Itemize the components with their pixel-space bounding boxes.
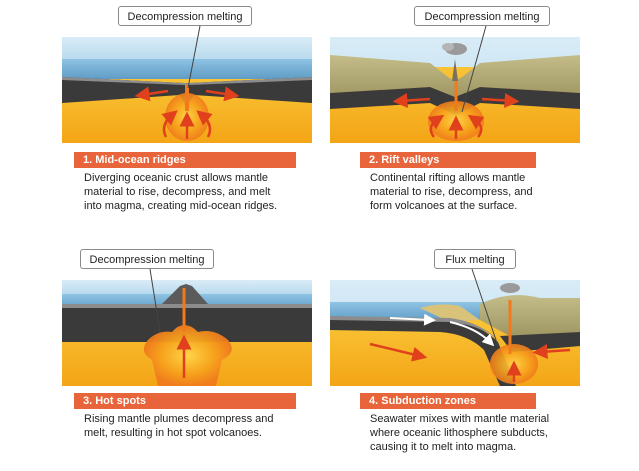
caption-title-mid-ocean-ridges: 1. Mid-ocean ridges [74, 152, 296, 168]
diagram-hot-spot [62, 280, 312, 386]
callout-decompression-melting-3: Decompression melting [80, 249, 214, 269]
caption-text-hot-spots: Rising mantle plumes decompress and melt… [84, 413, 274, 439]
diagram-rift-valley [330, 37, 580, 143]
caption-text-mid-ocean-ridges: Diverging oceanic crust allows mantle ma… [84, 172, 278, 212]
callout-flux-melting: Flux melting [434, 249, 516, 269]
caption-title-subduction-zones: 4. Subduction zones [360, 393, 536, 409]
caption-text-rift-valleys: Continental rifting allows mantle materi… [370, 172, 533, 212]
caption-title-hot-spots: 3. Hot spots [74, 393, 296, 409]
callout-decompression-melting-1: Decompression melting [118, 6, 252, 26]
caption-text-subduction-zones: Seawater mixes with mantle material wher… [370, 413, 550, 453]
callout-decompression-melting-2: Decompression melting [414, 6, 550, 26]
diagram-mid-ocean-ridge [62, 37, 312, 143]
caption-title-rift-valleys: 2. Rift valleys [360, 152, 536, 168]
diagram-subduction-zone [330, 280, 580, 386]
